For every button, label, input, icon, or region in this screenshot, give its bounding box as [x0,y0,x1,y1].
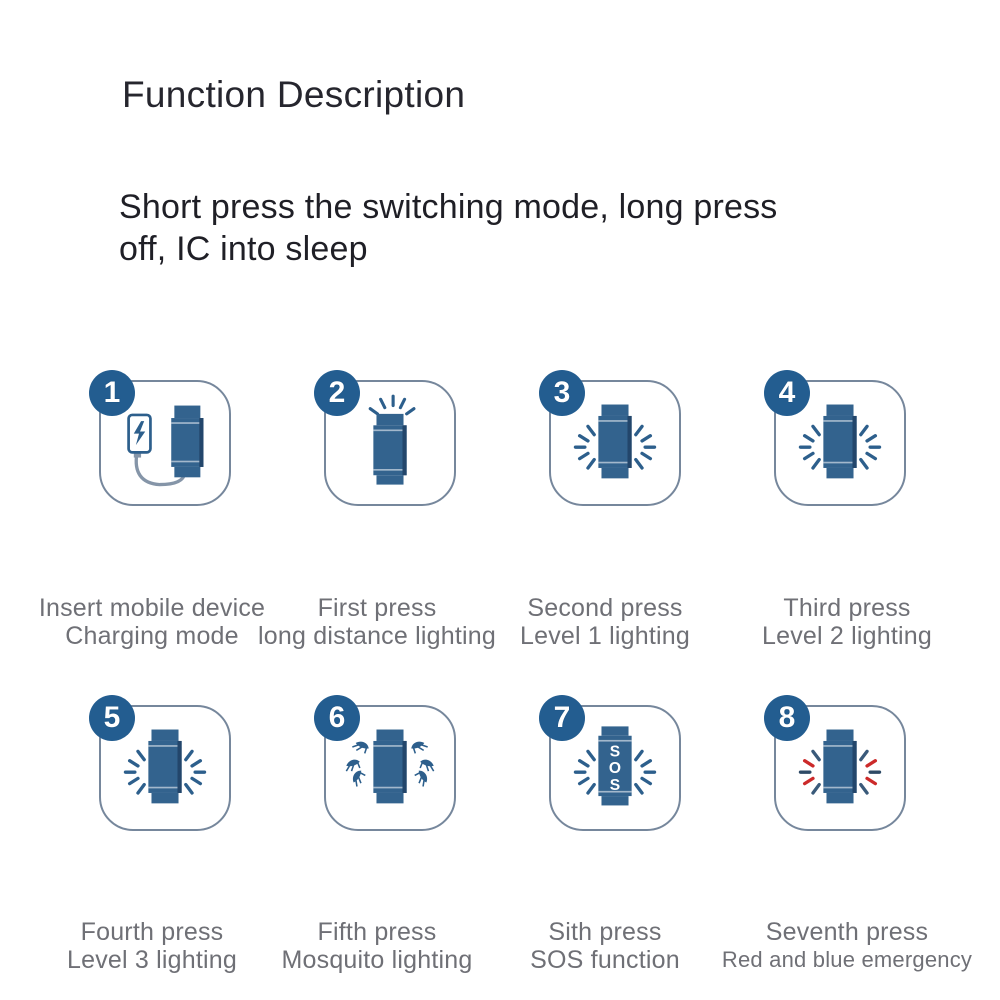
sos-letter-3: S [610,777,620,794]
flashlight-mosquito-icon [345,729,435,804]
caption-step-3: Second press Level 1 lighting [470,594,740,650]
step-7-number-badge: 7 [539,695,585,741]
step-8-number-badge: 8 [764,695,810,741]
caption-step-3-line2: Level 1 lighting [520,622,690,650]
step-2-number-badge: 2 [314,370,360,416]
flashlight-red-blue-icon [798,729,882,804]
step-panel-5: 5 [89,695,231,831]
step-1-number: 1 [103,376,121,409]
caption-step-1: Insert mobile device Charging mode [17,594,287,650]
step-4-number: 4 [778,376,796,409]
step-3-number: 3 [553,376,571,409]
page-title: Function Description [122,74,466,115]
flashlight-glow-sides-icon [573,404,657,479]
caption-step-5: Fourth press Level 3 lighting [17,918,287,974]
step-panel-1: 1 [89,370,231,506]
page-description-line1: Short press the switching mode, long pre… [119,188,778,226]
caption-step-4: Third press Level 2 lighting [712,594,982,650]
caption-step-1-line2: Charging mode [65,622,239,650]
flashlight-beam-top-icon [368,394,416,485]
caption-step-6-line1: Fifth press [317,918,437,946]
caption-step-6: Fifth press Mosquito lighting [242,918,512,974]
caption-step-5-line1: Fourth press [80,918,224,946]
caption-step-8: Seventh press Red and blue emergency [712,918,982,974]
caption-step-8-line1: Seventh press [765,918,929,946]
step-panel-4: 4 [764,370,906,506]
caption-step-8-line2: Red and blue emergency [721,947,973,972]
step-panel-8: 8 [764,695,906,831]
step-panel-3: 3 [539,370,681,506]
caption-step-7-line2: SOS function [530,946,680,974]
step-8-number: 8 [778,701,796,734]
caption-step-7-line1: Sith press [548,918,662,946]
step-panel-6: 6 [314,695,456,831]
caption-step-4-line1: Third press [783,594,911,622]
step-3-number-badge: 3 [539,370,585,416]
caption-step-2-line1: First press [317,594,437,622]
caption-step-3-line1: Second press [527,594,683,622]
caption-step-1-line1: Insert mobile device [38,594,266,622]
phone-charging-flashlight-icon [127,405,204,487]
step-5-number-badge: 5 [89,695,135,741]
flashlight-glow-sides-icon [798,404,882,479]
step-2-number: 2 [328,376,346,409]
sos-letter-2: O [609,760,621,777]
step-panel-2: 2 [314,370,456,506]
page-description-line2: off, IC into sleep [119,230,368,268]
step-1-number-badge: 1 [89,370,135,416]
caption-step-2-line2: long distance lighting [258,622,496,650]
step-5-number: 5 [103,701,121,734]
flashlight-glow-sides-icon [123,729,207,804]
caption-step-6-line2: Mosquito lighting [281,946,473,974]
flashlight-sos-icon: S O S [573,726,657,806]
sos-letter-1: S [610,744,620,761]
caption-step-2: First press long distance lighting [242,594,512,650]
caption-step-5-line2: Level 3 lighting [67,946,237,974]
step-6-number: 6 [328,701,346,734]
step-4-number-badge: 4 [764,370,810,416]
caption-step-7: Sith press SOS function [470,918,740,974]
step-panel-7: 7 S O S [539,695,681,831]
page-description: Short press the switching mode, long pre… [119,186,778,270]
step-7-number: 7 [553,701,571,734]
step-6-number-badge: 6 [314,695,360,741]
caption-step-4-line2: Level 2 lighting [762,622,932,650]
